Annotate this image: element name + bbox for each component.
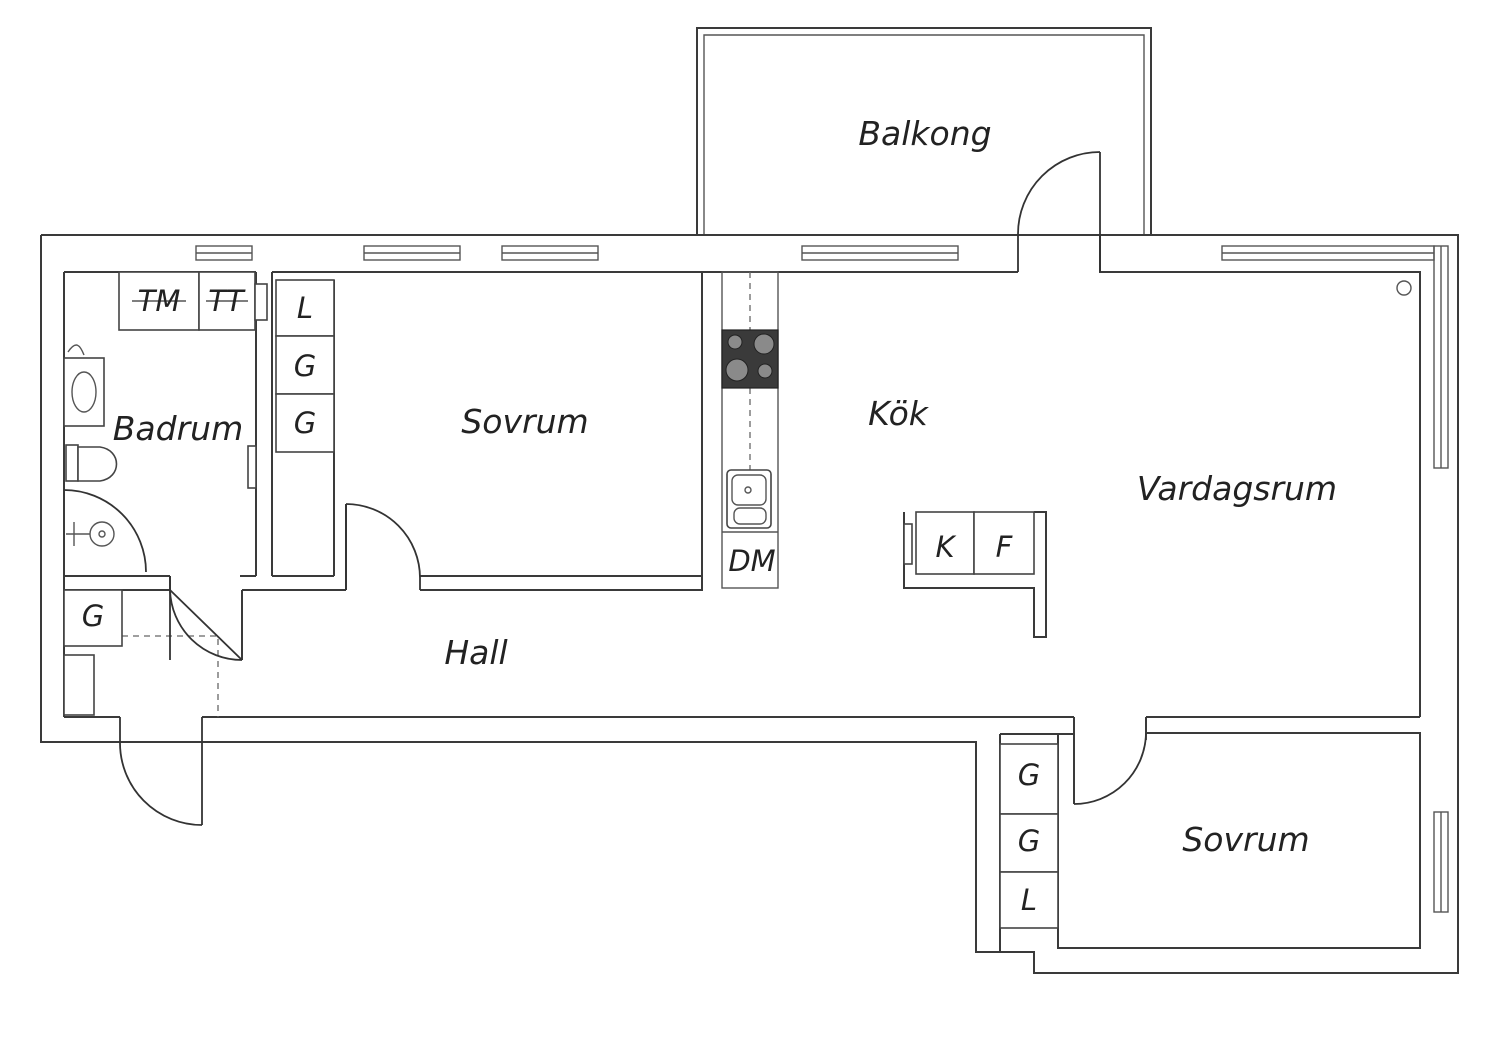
stove-icon <box>721 329 779 389</box>
wardrobes-bedroom-1 <box>275 279 335 453</box>
fixture-label-l: L <box>1021 883 1037 917</box>
washer-dryer <box>118 271 268 331</box>
fixture-label-tt: TT <box>208 284 246 318</box>
room-label-balkong: Balkong <box>858 114 991 153</box>
fixture-label-g: G <box>294 406 316 440</box>
fixture-label-g: G <box>1018 824 1040 858</box>
balcony <box>696 27 1152 235</box>
interior-walls <box>64 271 779 717</box>
room-label-vardagsrum: Vardagsrum <box>1137 469 1337 508</box>
bathroom-radiator <box>247 445 257 489</box>
fixture-label-g: G <box>1018 758 1040 792</box>
fixture-label-dm: DM <box>728 544 775 578</box>
bathroom-sink-icon <box>63 344 105 427</box>
sink-icon <box>726 469 772 529</box>
fixture-label-k: K <box>935 530 956 564</box>
doors <box>119 151 1147 826</box>
room-label-sovrum-2: Sovrum <box>1182 820 1309 859</box>
fridge-freezer <box>903 511 1047 638</box>
shower-icon <box>63 489 147 573</box>
room-label-kok: Kök <box>868 394 930 433</box>
fixture-label-f: F <box>996 530 1014 564</box>
wardrobes-bedroom-2 <box>999 743 1059 929</box>
room-label-hall: Hall <box>444 633 507 672</box>
toilet-icon <box>65 444 118 482</box>
room-label-badrum: Badrum <box>113 409 243 448</box>
fixture-label-g: G <box>82 599 104 633</box>
fixture-label-tm: TM <box>138 284 181 318</box>
hall-closet <box>63 589 123 716</box>
room-label-sovrum-1: Sovrum <box>461 402 588 441</box>
fixture-label-l: L <box>297 291 313 325</box>
fixture-label-g: G <box>294 349 316 383</box>
windows <box>195 245 1449 913</box>
